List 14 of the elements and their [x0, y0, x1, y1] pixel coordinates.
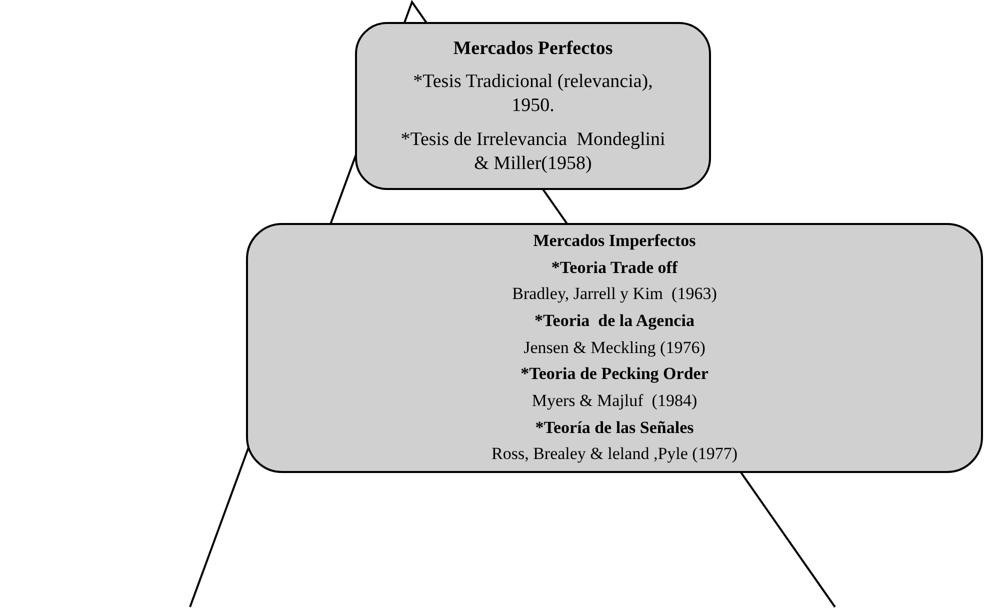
body-text: *Tesis Tradicional (relevancia), 1950. [412, 70, 654, 118]
body-text: Myers & Majluf (1984) [532, 392, 698, 411]
heading-text: *Teoría de las Señales [535, 418, 694, 438]
body-text: Bradley, Jarrell y Kim (1963) [512, 285, 717, 304]
heading-text: *Teoria de Pecking Order [520, 365, 708, 384]
body-text: Ross, Brealey & leland ,Pyle (1977) [492, 445, 738, 464]
heading-text: *Teoria Trade off [551, 258, 678, 278]
heading-text: *Teoria de la Agencia [534, 312, 694, 331]
heading-text: Mercados Perfectos [453, 36, 613, 60]
body-text: Jensen & Meckling (1976) [524, 338, 706, 358]
rounded-text-box [246, 223, 983, 473]
body-text: *Tesis de Irrelevancia Mondeglini & Miller(1958) [400, 128, 666, 176]
rounded-text-box [355, 22, 711, 190]
heading-text: Mercados Imperfectos [533, 232, 696, 251]
